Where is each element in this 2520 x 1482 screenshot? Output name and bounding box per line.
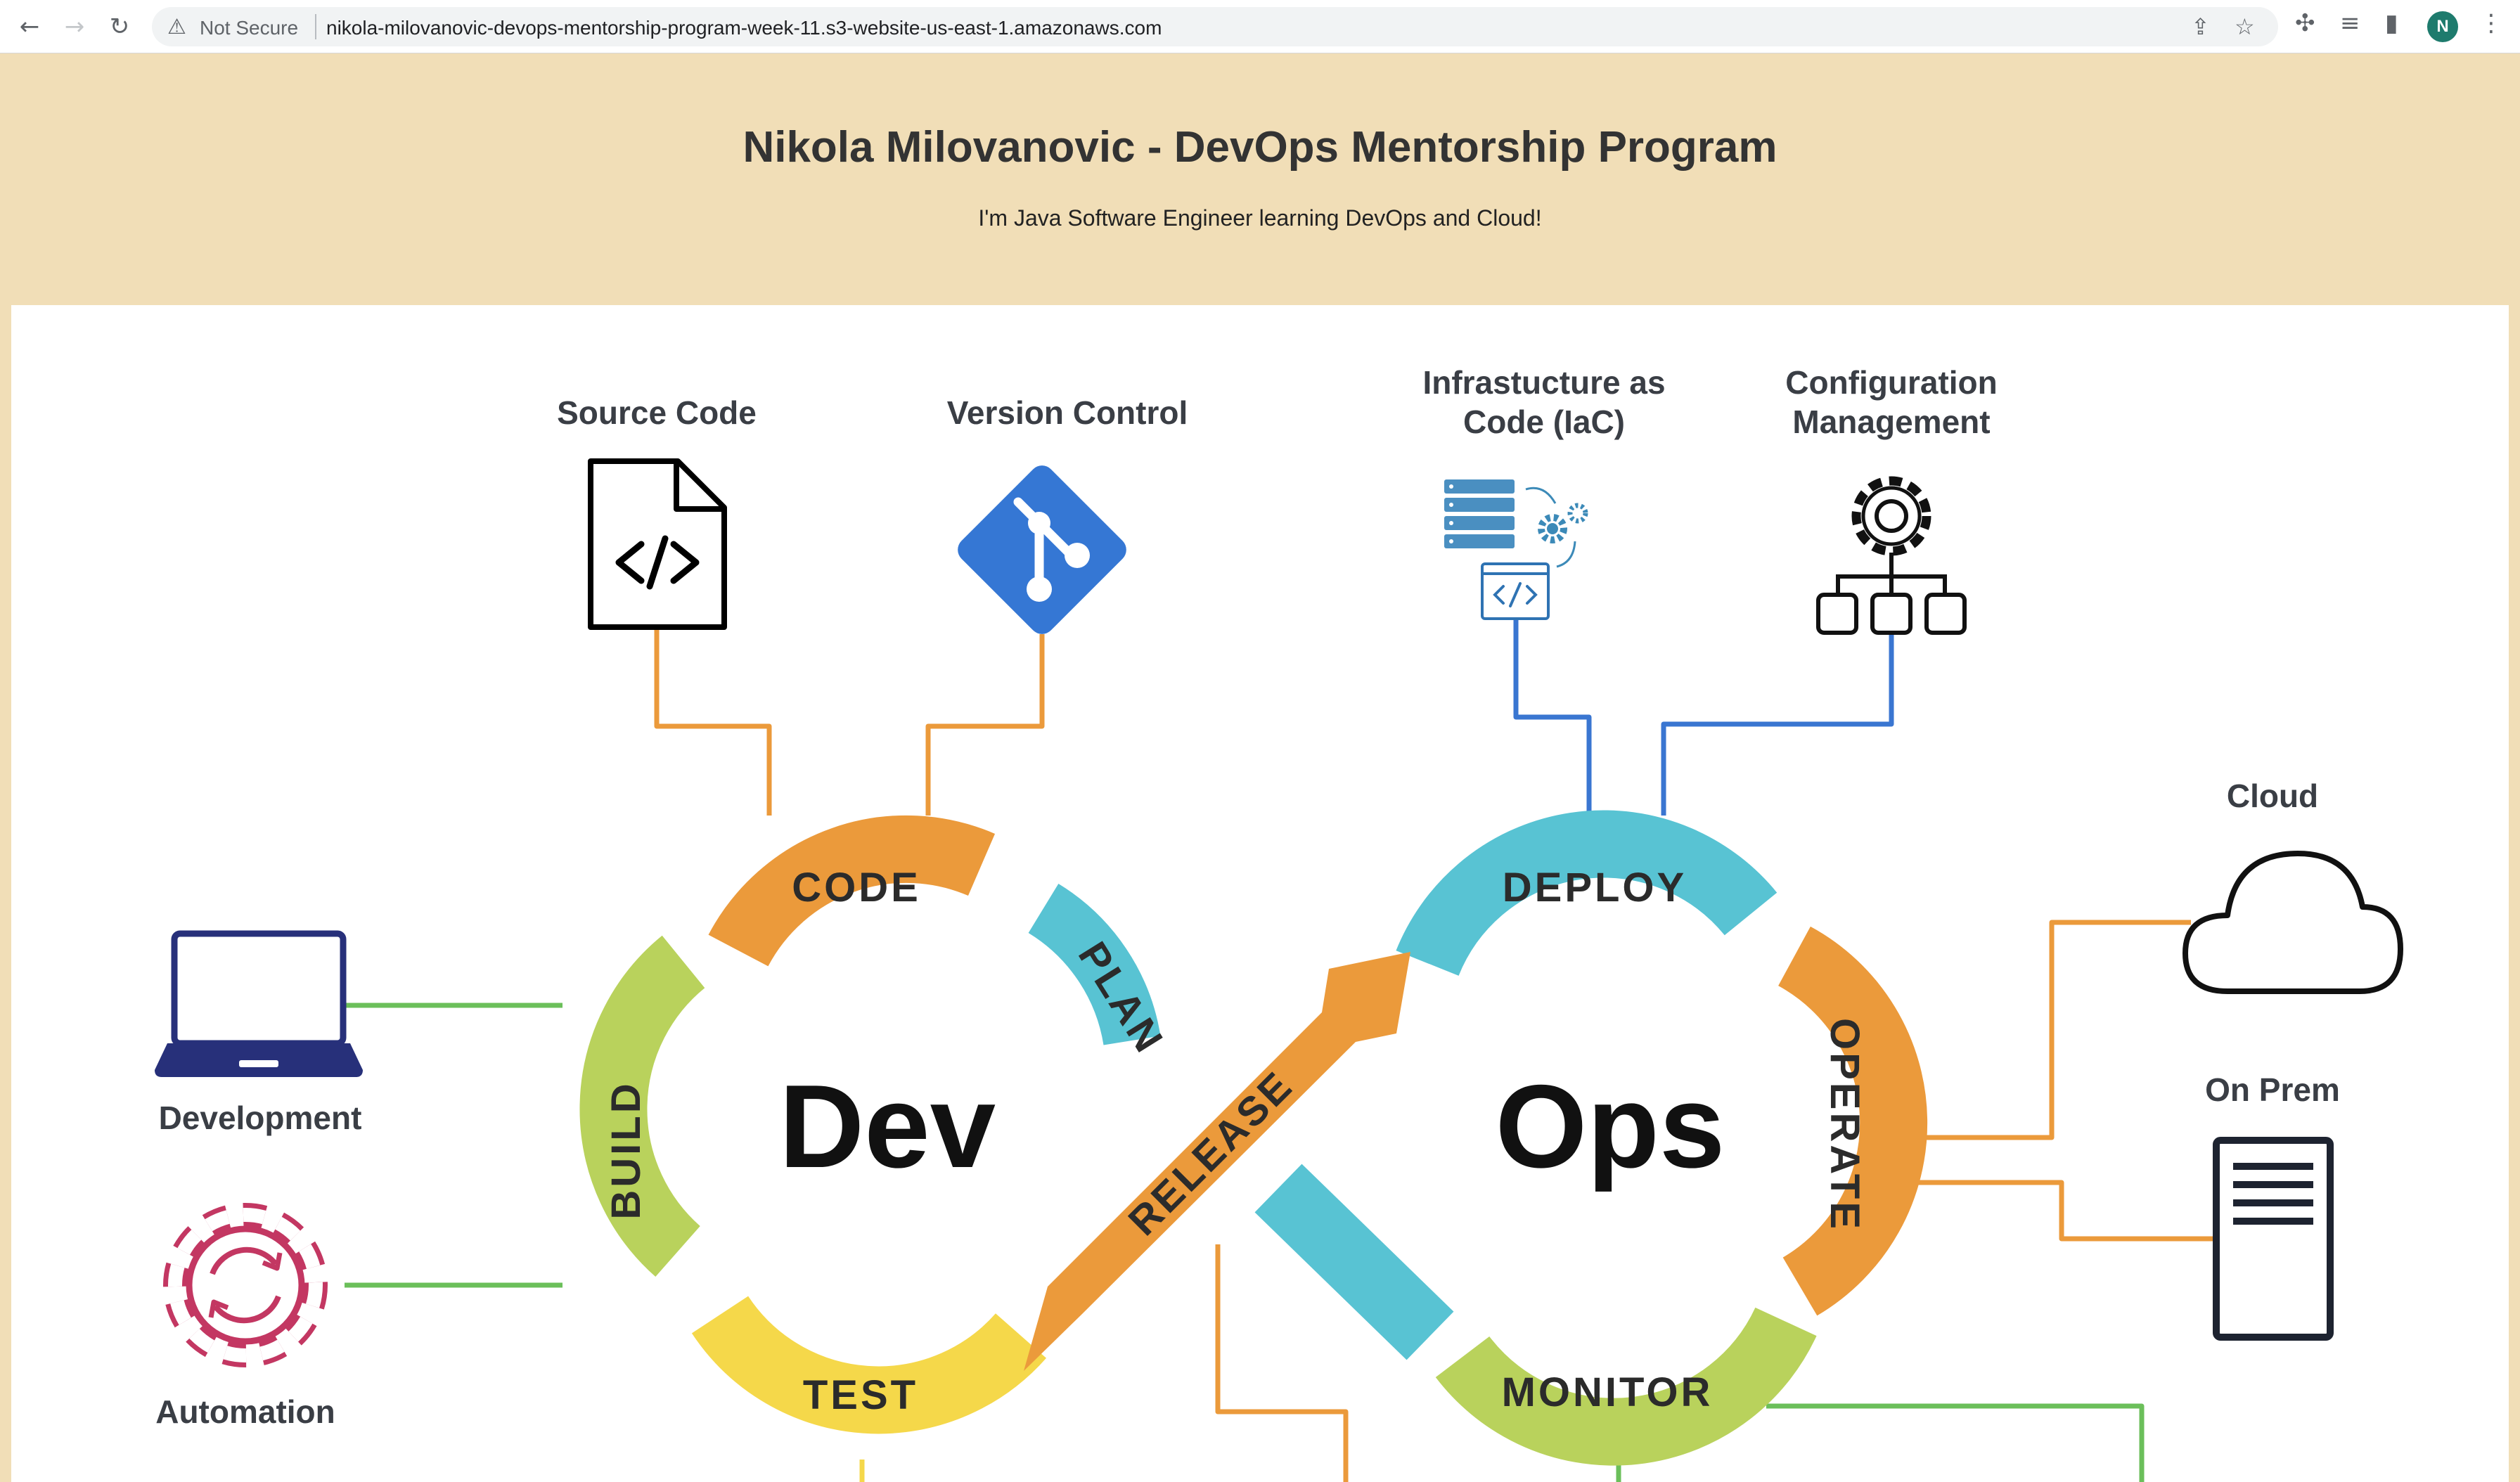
deploy-segment — [1396, 810, 1778, 977]
iac-connector — [1513, 620, 1592, 816]
operate-segment — [1778, 926, 1928, 1316]
bookmark-star-icon[interactable]: ☆ — [2235, 13, 2255, 40]
page-subtitle: I'm Java Software Engineer learning DevO… — [978, 205, 1542, 231]
back-arrow-icon[interactable]: ← — [19, 13, 40, 41]
address-bar[interactable]: ⚠ Not Secure nikola-milovanovic-devops-m… — [152, 7, 2278, 46]
on-prem-connector — [1912, 1180, 2216, 1242]
cloud-icon — [2182, 851, 2403, 994]
reading-list-icon[interactable]: ≡ — [2340, 9, 2360, 37]
forward-arrow-icon[interactable]: → — [64, 13, 85, 41]
security-status[interactable]: Not Secure — [200, 17, 299, 39]
side-panel-icon[interactable]: ▮ — [2385, 9, 2398, 37]
page-border-left — [0, 305, 11, 1482]
config-gear-hierarchy-icon — [1816, 476, 1967, 635]
dev-label: Dev — [779, 1060, 996, 1192]
source-code-file-icon — [588, 458, 727, 630]
monitor-segment — [1435, 1307, 1817, 1466]
operate-label: OPERATE — [1822, 1018, 1868, 1232]
config-label-line1: Configuration — [1785, 364, 1998, 401]
on-prem-label: On Prem — [2205, 1071, 2340, 1108]
config-connector — [1661, 634, 1894, 816]
extensions-puzzle-icon[interactable]: ✣ — [2295, 9, 2315, 37]
server-tower-icon — [2213, 1137, 2334, 1341]
menu-kebab-icon[interactable]: ⋮ — [2479, 9, 2503, 37]
devops-infinity-loop: CODE PLAN BUILD TEST RELEASE DEPLOY OPER… — [579, 810, 1928, 1466]
plan-segment — [1027, 884, 1161, 1046]
page-border-right — [2509, 305, 2520, 1482]
monitor-label: MONITOR — [1502, 1370, 1714, 1415]
release-bottom-connector — [1215, 1244, 1349, 1482]
share-icon[interactable]: ⇪ — [2191, 13, 2210, 40]
address-separator — [315, 14, 316, 39]
automation-gear-icon — [163, 1203, 328, 1367]
source-code-connector — [654, 627, 772, 816]
profile-avatar[interactable]: N — [2427, 11, 2458, 42]
build-label: BUILD — [603, 1081, 649, 1219]
ops-label: Ops — [1496, 1060, 1725, 1192]
cloud-connector — [1912, 920, 2191, 1140]
test-label: TEST — [803, 1372, 918, 1418]
iac-label-line2: Code (IaC) — [1463, 404, 1625, 440]
release-segment — [1024, 952, 1410, 1371]
return-segment — [1254, 1164, 1454, 1360]
cloud-label: Cloud — [2227, 778, 2318, 814]
monitor-connector — [1766, 1403, 2145, 1482]
url-text[interactable]: nikola-milovanovic-devops-mentorship-pro… — [326, 17, 1162, 39]
browser-toolbar: ← → ↻ ⚠ Not Secure nikola-milovanovic-de… — [0, 0, 2520, 53]
page-title: Nikola Milovanovic - DevOps Mentorship P… — [742, 123, 1778, 172]
build-segment — [579, 935, 705, 1277]
iac-label-line1: Infrastucture as — [1422, 364, 1665, 401]
laptop-icon — [155, 930, 363, 1077]
page-header: Nikola Milovanovic - DevOps Mentorship P… — [0, 53, 2520, 305]
code-label: CODE — [792, 865, 921, 910]
config-label-line2: Management — [1792, 404, 1990, 440]
warning-icon: ⚠ — [167, 15, 186, 39]
code-segment — [708, 815, 996, 967]
devops-diagram: Source Code Version Control Infrastuctur… — [155, 364, 2403, 1482]
source-code-label: Source Code — [557, 394, 757, 431]
test-segment — [691, 1295, 1046, 1434]
iac-server-gear-icon — [1444, 479, 1588, 620]
version-control-connector — [925, 634, 1045, 816]
version-control-label: Version Control — [947, 394, 1188, 431]
development-label: Development — [159, 1100, 362, 1136]
git-logo-icon — [958, 465, 1126, 634]
automation-label: Automation — [155, 1393, 335, 1430]
deploy-label: DEPLOY — [1503, 865, 1688, 910]
reload-icon[interactable]: ↻ — [109, 13, 130, 41]
